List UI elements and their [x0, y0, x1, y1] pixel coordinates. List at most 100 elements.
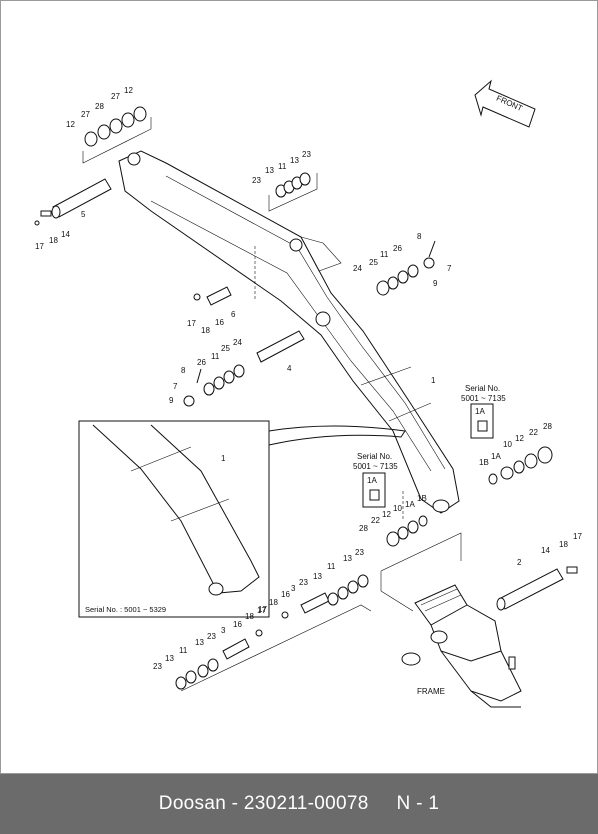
callout-7b: 7	[173, 382, 178, 391]
boom-parts-diagram: FRONT 12 27 28 27 12 5 14 18	[34, 79, 582, 708]
callout-11c: 11	[211, 352, 220, 361]
callout-16c: 16	[233, 620, 242, 629]
mid-left-washer-group: 8 26 11 25 24 7 9	[169, 338, 245, 407]
serial-box-left: Serial No. 5001 ~ 7135 1A	[353, 452, 398, 508]
inset-detail: 1 Serial No. : 5001 ~ 5329	[78, 420, 406, 618]
bottom-row-parts: 23 13 11 13 23 3 16 18 17	[153, 605, 267, 690]
footer-bar: Doosan - 230211-00078 N - 1	[0, 774, 598, 834]
callout-6: 6	[231, 310, 236, 319]
lower-row-parts: 23 13 11 13 23 3 16 18 17	[257, 548, 369, 619]
callout-23e: 23	[153, 662, 162, 671]
callout-18b: 18	[201, 326, 210, 335]
boom-body	[118, 150, 460, 521]
callout-25a: 25	[369, 258, 378, 267]
pin-2-group: 2 14 18 17	[496, 532, 582, 611]
callout-13f: 13	[195, 638, 204, 647]
callout-11a: 11	[278, 162, 287, 171]
callout-22-right: 22	[529, 428, 538, 437]
callout-18e: 18	[245, 612, 254, 621]
callout-10-left: 10	[393, 504, 402, 513]
callout-22-left: 22	[371, 516, 380, 525]
callout-17d: 17	[257, 606, 266, 615]
callout-23b: 23	[302, 150, 311, 159]
front-arrow: FRONT	[474, 79, 536, 128]
serial-left-line2: 5001 ~ 7135	[353, 462, 398, 471]
serial-left-line1: Serial No.	[357, 452, 392, 461]
callout-18d: 18	[269, 598, 278, 607]
left-bush-group: 28 22 12 10 1A 1B	[359, 494, 428, 547]
callout-17b: 17	[187, 319, 196, 328]
callout-18a: 18	[49, 236, 58, 245]
callout-13d: 13	[343, 554, 352, 563]
callout-17c: 17	[573, 532, 582, 541]
callout-28-right: 28	[543, 422, 552, 431]
frame-assembly: FRAME	[401, 584, 522, 708]
pin-6-group: 17 18 16 6	[187, 286, 236, 335]
callout-27a: 27	[81, 110, 90, 119]
callout-17a: 17	[35, 242, 44, 251]
callout-1b-left: 1B	[417, 494, 427, 503]
callout-23a: 23	[252, 176, 261, 185]
callout-11d: 11	[327, 562, 336, 571]
right-bush-group: 1B 1A 10 12 22 28	[479, 422, 553, 485]
inset-callout-1: 1	[221, 454, 226, 463]
callout-12-left: 12	[382, 510, 391, 519]
callout-14b: 14	[541, 546, 550, 555]
callout-10-right: 10	[503, 440, 512, 449]
callout-4: 4	[287, 364, 292, 373]
callout-2: 2	[517, 558, 522, 567]
callout-12a: 12	[66, 120, 75, 129]
callout-23c: 23	[299, 578, 308, 587]
callout-3a: 3	[291, 584, 296, 593]
serial-left-part: 1A	[367, 476, 377, 485]
right-washer-group: 8 7 9 24 25 11 26	[353, 232, 452, 296]
callout-8a: 8	[417, 232, 422, 241]
serial-right-line2: 5001 ~ 7135	[461, 394, 506, 403]
callout-12-right: 12	[515, 434, 524, 443]
callout-11b: 11	[380, 250, 389, 259]
callout-12b: 12	[124, 86, 133, 95]
callout-3b: 3	[221, 626, 226, 635]
callout-18c: 18	[559, 540, 568, 549]
callout-9b: 9	[169, 396, 174, 405]
pin-4: 4	[256, 330, 305, 373]
callout-13a: 13	[265, 166, 274, 175]
callout-23f: 23	[207, 632, 216, 641]
callout-5: 5	[81, 210, 86, 219]
serial-right-part: 1A	[475, 407, 485, 416]
callout-16a: 16	[215, 318, 224, 327]
callout-1a-right: 1A	[491, 452, 501, 461]
serial-box-right: Serial No. 5001 ~ 7135 1A	[461, 384, 506, 439]
frame-label: FRAME	[417, 687, 445, 696]
callout-13c: 13	[313, 572, 322, 581]
callout-8b: 8	[181, 366, 186, 375]
inset-serial-label: Serial No. : 5001 ~ 5329	[85, 605, 166, 614]
callout-28: 28	[95, 102, 104, 111]
callout-26a: 26	[393, 244, 402, 253]
footer-caption: Doosan - 230211-00078 N - 1	[158, 793, 440, 814]
callout-26b: 26	[197, 358, 206, 367]
callout-11e: 11	[179, 646, 188, 655]
callout-25b: 25	[221, 344, 230, 353]
pin-5-group: 5 14 18 17	[34, 178, 112, 251]
front-arrow-label: FRONT	[495, 94, 524, 113]
callout-28-left: 28	[359, 524, 368, 533]
callout-23d: 23	[355, 548, 364, 557]
callout-1b-right: 1B	[479, 458, 489, 467]
callout-14a: 14	[61, 230, 70, 239]
callout-24b: 24	[233, 338, 242, 347]
callout-1a-left: 1A	[405, 500, 415, 509]
callout-7a: 7	[447, 264, 452, 273]
callout-17e: 17	[258, 605, 267, 614]
washer-stack-top-left: 12 27 28 27 12	[66, 86, 152, 164]
callout-24a: 24	[353, 264, 362, 273]
serial-right-line1: Serial No.	[465, 384, 500, 393]
washer-stack-top-mid: 23 13 11 13 23	[252, 150, 318, 212]
callout-boom-1: 1	[431, 376, 436, 385]
callout-13b: 13	[290, 156, 299, 165]
callout-27b: 27	[111, 92, 120, 101]
callout-9a: 9	[433, 279, 438, 288]
diagram-frame: FRONT 12 27 28 27 12 5 14 18	[0, 0, 598, 774]
callout-16b: 16	[281, 590, 290, 599]
callout-13e: 13	[165, 654, 174, 663]
